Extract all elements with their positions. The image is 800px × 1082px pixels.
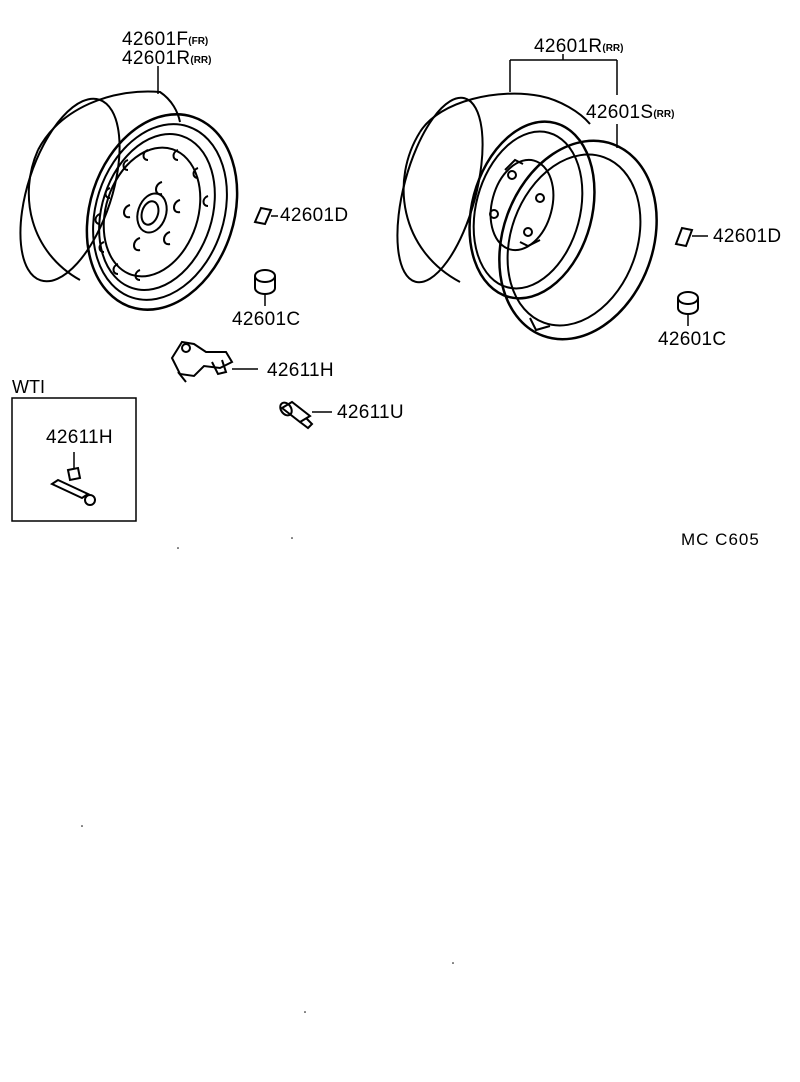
label-42601c-left: 42601C [232,309,301,330]
label-42611u: 42611U [337,402,404,423]
front-wheel-icon [19,66,239,311]
wti-box [11,397,137,522]
valve-clamp-icon [49,452,96,506]
valve-clamp-icon [170,340,258,383]
rear-wheel-icon [396,54,618,300]
diagram-code: MC C605 [681,530,760,549]
label-42611h-box: 42611H [46,427,113,448]
hub-nut-icon [677,291,699,326]
balance-weight-icon [674,226,708,248]
label-42601f-fr: 42601F(FR) [122,29,209,50]
valve-cap-icon [279,400,332,430]
wti-box-title: WTI [12,377,45,397]
balance-weight-icon [253,206,278,226]
label-42601s-rr: 42601S(RR) [586,102,675,123]
rim-ring-icon [498,124,658,341]
label-42601d-right: 42601D [713,226,782,247]
label-42601r-rr-right: 42601R(RR) [534,36,624,57]
label-42611h: 42611H [267,360,334,381]
label-42601r-rr-left: 42601R(RR) [122,48,212,69]
label-42601c-right: 42601C [658,329,727,350]
label-42601d-left: 42601D [280,205,349,226]
hub-nut-icon [254,269,276,306]
